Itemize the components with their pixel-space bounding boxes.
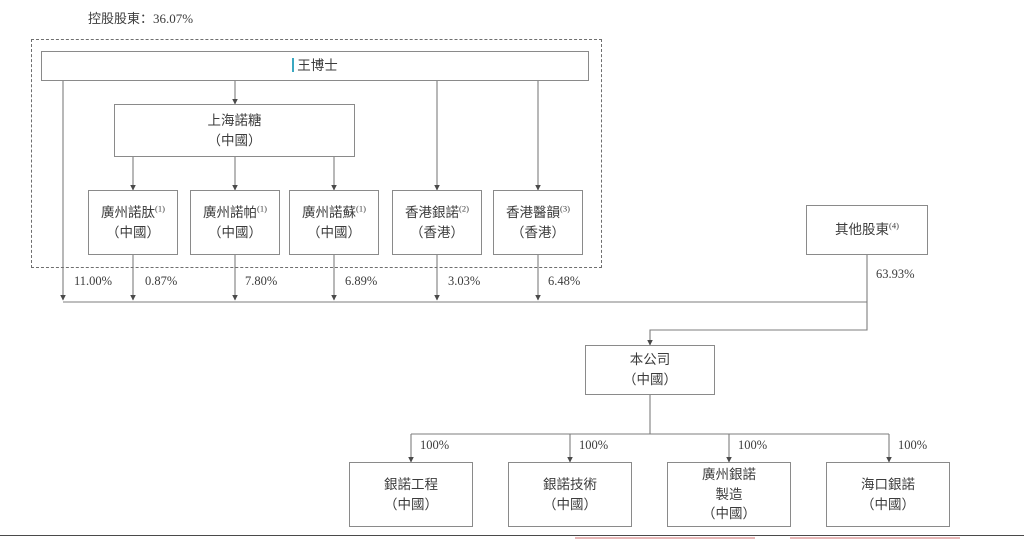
node-the-company-name: 本公司	[629, 352, 671, 368]
node-guangzhou-nuotai-region: （中國）	[106, 224, 160, 240]
pct-label-op3: 100%	[738, 438, 768, 452]
node-haikou-yinnuo-region: （中國）	[861, 496, 915, 512]
node-hongkong-yiyun[interactable]: 香港醫韻(3) （香港）	[493, 190, 583, 255]
pct-label-6: 6.48%	[548, 274, 581, 288]
node-guangzhou-yinnuo-manufacturing[interactable]: 廣州銀諾 製造 （中國）	[667, 462, 791, 527]
node-guangzhou-yinnuo-name: 廣州銀諾	[702, 467, 756, 483]
pct-label-op1: 100%	[420, 438, 450, 452]
node-founder[interactable]: 王博士	[41, 51, 589, 81]
node-guangzhou-nuopa-name: 廣州諾帕(1)	[203, 203, 267, 220]
node-hongkong-yinnuo-region: （香港）	[410, 224, 464, 240]
node-guangzhou-yinnuo-region: （中國）	[702, 506, 756, 522]
node-shanghai-region: （中國）	[207, 132, 262, 148]
node-yinnuo-technology[interactable]: 銀諾技術 （中國）	[508, 462, 632, 527]
node-haikou-yinnuo[interactable]: 海口銀諾 （中國）	[826, 462, 950, 527]
pct-label-5: 3.03%	[448, 274, 481, 288]
node-the-company[interactable]: 本公司 （中國）	[585, 345, 715, 395]
node-haikou-yinnuo-name: 海口銀諾	[861, 476, 915, 492]
text-caret-icon	[292, 58, 295, 73]
node-yinnuo-engineering-region: （中國）	[384, 496, 438, 512]
node-other-shareholders-label: 其他股東(4)	[835, 220, 899, 238]
node-hongkong-yinnuo-name: 香港銀諾(2)	[405, 203, 469, 220]
node-guangzhou-nuopa[interactable]: 廣州諾帕(1) （中國）	[190, 190, 280, 255]
node-guangzhou-nuosu-region: （中國）	[307, 224, 361, 240]
node-hongkong-yinnuo[interactable]: 香港銀諾(2) （香港）	[392, 190, 482, 255]
controlling-shareholder-label: 控股股東：36.07%	[88, 11, 194, 26]
page-bottom-accent-rule	[575, 537, 755, 539]
pct-label-other-shareholders: 63.93%	[876, 267, 915, 281]
node-guangzhou-nuopa-region: （中國）	[208, 224, 262, 240]
page-bottom-rule	[0, 535, 1024, 536]
controlling-shareholder-group	[31, 39, 602, 268]
pct-label-op4: 100%	[898, 438, 928, 452]
pct-label-1: 11.00%	[74, 274, 113, 288]
node-yinnuo-engineering[interactable]: 銀諾工程 （中國）	[349, 462, 473, 527]
node-other-shareholders[interactable]: 其他股東(4)	[806, 205, 928, 255]
node-yinnuo-technology-name: 銀諾技術	[543, 476, 597, 492]
pct-label-op2: 100%	[579, 438, 609, 452]
node-guangzhou-nuotai[interactable]: 廣州諾肽(1) （中國）	[88, 190, 178, 255]
node-guangzhou-yinnuo-name2: 製造	[715, 486, 743, 502]
node-guangzhou-nuotai-name: 廣州諾肽(1)	[101, 203, 165, 220]
node-the-company-region: （中國）	[623, 372, 677, 387]
node-shanghai-name: 上海諾糖	[207, 112, 262, 128]
node-guangzhou-nuosu-name: 廣州諾蘇(1)	[302, 203, 366, 220]
pct-label-3: 7.80%	[245, 274, 278, 288]
node-hongkong-yiyun-region: （香港）	[511, 224, 565, 240]
pct-label-2: 0.87%	[145, 274, 178, 288]
node-yinnuo-engineering-name: 銀諾工程	[384, 476, 438, 492]
node-yinnuo-technology-region: （中國）	[543, 496, 597, 512]
pct-label-4: 6.89%	[345, 274, 378, 288]
node-shanghai-nuotang[interactable]: 上海諾糖 （中國）	[114, 104, 355, 157]
node-founder-label: 王博士	[292, 56, 338, 76]
page-bottom-accent-rule-2	[790, 537, 960, 539]
node-guangzhou-nuosu[interactable]: 廣州諾蘇(1) （中國）	[289, 190, 379, 255]
node-hongkong-yiyun-name: 香港醫韻(3)	[506, 203, 570, 220]
